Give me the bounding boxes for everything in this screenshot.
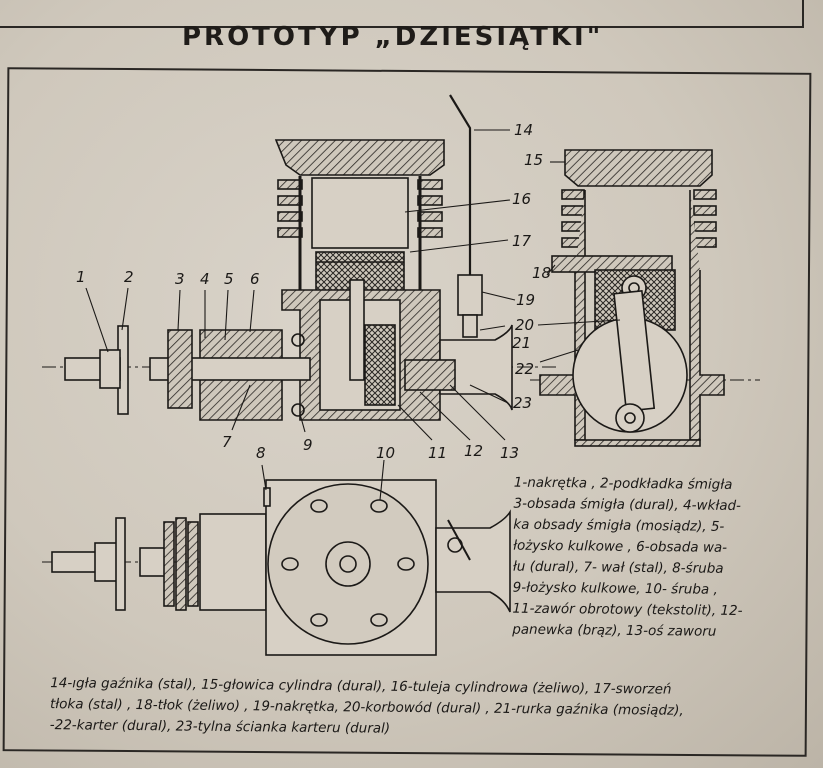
part-label-7: 7	[222, 433, 232, 451]
parts-legend-bottom: 14-ıgła gaźnika (stal), 15-głowica cylin…	[50, 673, 791, 744]
part-label-13: 13	[500, 444, 519, 462]
main-section-view	[42, 94, 560, 421]
part-label-8: 8	[256, 444, 266, 462]
part-label-22: 22	[515, 360, 534, 378]
part-label-4: 4	[200, 270, 210, 288]
part-number-labels: 1 2 3 4 5 6 7 8 9 10 11 12 13 14 15 16 1…	[76, 121, 551, 462]
page-title: PROTOTYP „DZIESIĄTKI"	[182, 22, 604, 52]
part-label-23: 23	[513, 394, 532, 412]
parts-legend-right: 1-nakrętka , 2-podkładka śmigła 3-obsada…	[512, 473, 776, 644]
legend-line: panewka (brąz), 13-oś zaworu	[512, 621, 717, 640]
part-label-11: 11	[428, 444, 447, 462]
side-section-view	[530, 149, 760, 447]
part-label-2: 2	[124, 268, 134, 286]
part-label-21: 21	[512, 334, 531, 352]
part-label-5: 5	[224, 270, 234, 288]
part-label-17: 17	[512, 232, 532, 250]
part-label-9: 9	[303, 436, 313, 454]
part-label-15: 15	[524, 151, 543, 169]
part-label-6: 6	[250, 270, 260, 288]
top-border-frame	[0, 0, 804, 28]
part-label-1: 1	[76, 268, 86, 286]
part-label-12: 12	[464, 442, 483, 460]
part-label-19: 19	[516, 291, 535, 309]
legend-line: ka obsady śmigła (mosiądz), 5-	[513, 516, 725, 535]
legend-line: 3-obsada śmigła (dural), 4-wkład-	[513, 495, 742, 515]
plan-view	[42, 479, 511, 656]
leader-lines	[85, 129, 621, 501]
part-label-3: 3	[175, 270, 185, 288]
legend-line: łu (dural), 7- wał (stal), 8-śruba	[512, 558, 724, 577]
legend-line: 11-zawór obrotowy (tekstolit), 12-	[512, 600, 743, 620]
part-label-10: 10	[376, 444, 395, 462]
part-label-18: 18	[532, 264, 551, 282]
part-label-16: 16	[512, 190, 531, 208]
part-label-20: 20	[515, 316, 534, 334]
part-label-14: 14	[514, 121, 533, 139]
legend-line: 9-łożysko kulkowe, 10- śruba ,	[512, 579, 718, 598]
legend-line: 1-nakrętka , 2-podkładka śmigła	[513, 474, 733, 493]
legend-line: łożysko kulkowe , 6-obsada wa-	[513, 537, 728, 556]
